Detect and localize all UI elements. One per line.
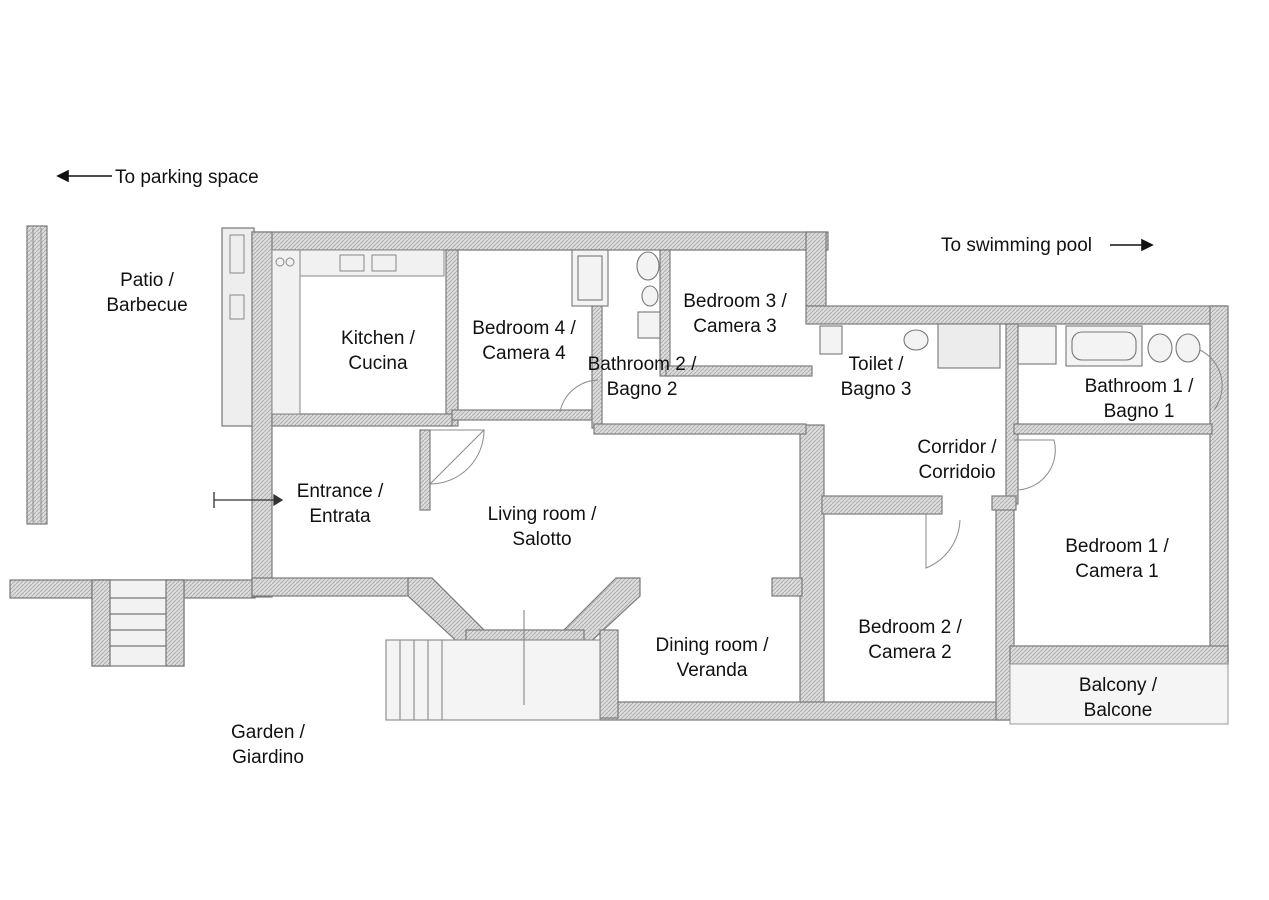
- entrance-steps: [91, 579, 185, 667]
- room-label-bedroom4: Bedroom 4 / Camera 4: [472, 318, 576, 364]
- kitchen-fixtures: [271, 249, 445, 415]
- patio-fence: [26, 225, 48, 525]
- room-label-bedroom1: Bedroom 1 / Camera 1: [1065, 536, 1169, 582]
- room-label-bedroom3: Bedroom 3 / Camera 3: [683, 291, 787, 337]
- room-label-bedroom2: Bedroom 2 / Camera 2: [858, 617, 962, 663]
- room-label-corridor: Corridor / Corridoio: [917, 437, 997, 483]
- room-label-kitchen: Kitchen / Cucina: [341, 328, 415, 374]
- bathroom1-fixtures: [1017, 325, 1201, 367]
- interior-walls: [271, 249, 1213, 515]
- pool-direction-label: To swimming pool: [941, 235, 1092, 256]
- bathroom2-fixtures: [571, 249, 661, 339]
- room-label-dining: Dining room / Veranda: [655, 635, 769, 681]
- room-label-entrance: Entrance / Entrata: [296, 481, 384, 527]
- room-label-bathroom2: Bathroom 2 / Bagno 2: [587, 354, 697, 400]
- parking-arrow-icon: [56, 169, 112, 183]
- room-label-living: Living room / Salotto: [487, 504, 597, 550]
- door-swings: [429, 349, 1223, 569]
- kitchen-outer-counter: [221, 227, 255, 427]
- bay-window: [407, 577, 803, 719]
- parking-direction-label: To parking space: [115, 167, 259, 188]
- room-label-toilet: Toilet / Bagno 3: [840, 354, 912, 400]
- terrace-steps: [385, 610, 601, 721]
- toilet-fixtures: [819, 323, 1001, 369]
- room-label-bathroom1: Bathroom 1 / Bagno 1: [1084, 376, 1194, 422]
- balcony-floor: [1009, 663, 1229, 725]
- room-label-balcony: Balcony / Balcone: [1078, 675, 1158, 721]
- outer-walls: [251, 231, 1229, 721]
- pool-arrow-icon: [1110, 238, 1154, 252]
- entrance-arrow: [213, 492, 284, 508]
- room-label-patio: Patio / Barbecue: [106, 270, 188, 316]
- room-label-garden: Garden / Giardino: [231, 722, 305, 768]
